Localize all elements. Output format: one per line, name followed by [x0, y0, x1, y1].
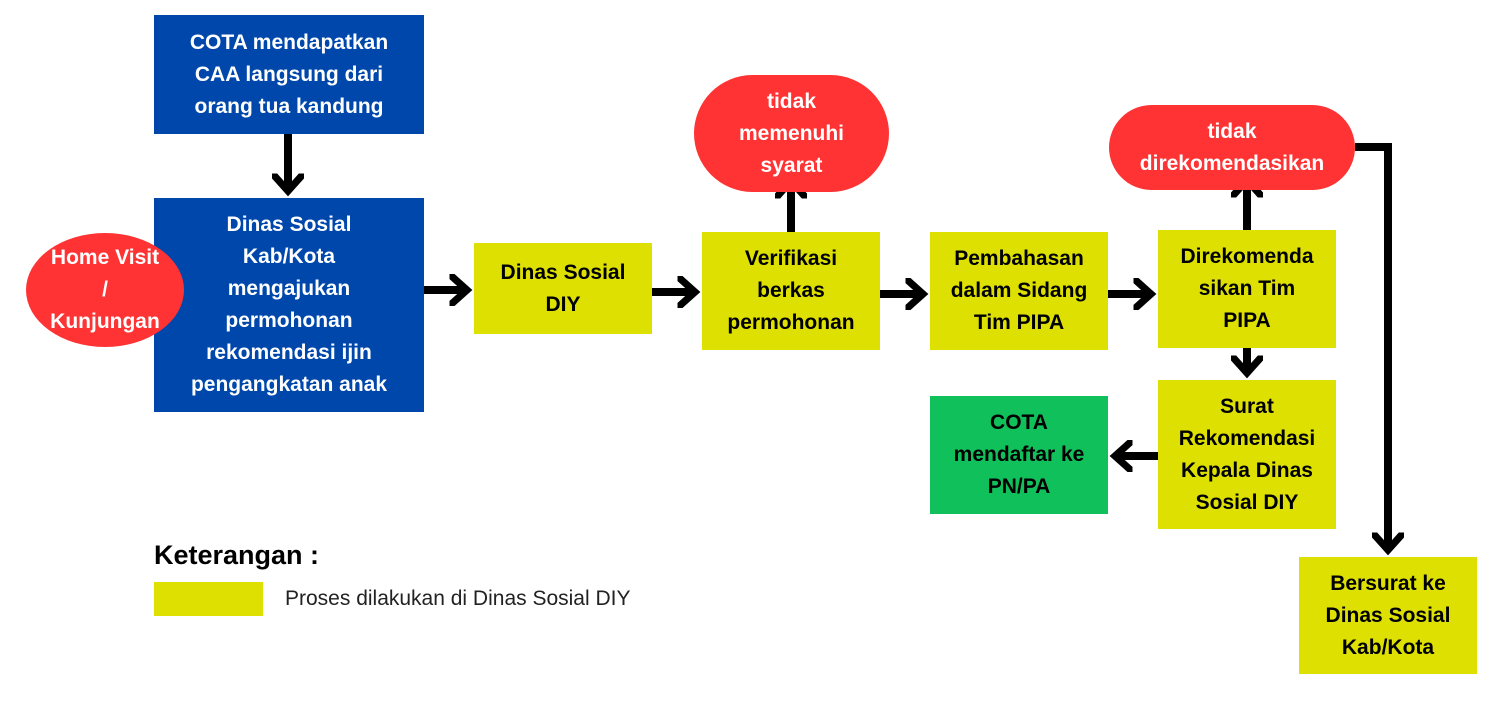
- node-cota-mendaftar: COTA mendaftar ke PN/PA: [930, 396, 1108, 514]
- node-dinas-sosial-diy-label: Dinas Sosial DIY: [500, 260, 626, 316]
- node-verifikasi: Verifikasi berkas permohonan: [702, 232, 880, 350]
- node-surat-rekomendasi: Surat Rekomendasi Kepala Dinas Sosial DI…: [1158, 380, 1336, 529]
- node-pembahasan: Pembahasan dalam Sidang Tim PIPA: [930, 232, 1108, 350]
- node-home-visit-label: Home Visit / Kunjungan: [50, 246, 160, 333]
- legend-title: Keterangan :: [154, 540, 320, 570]
- node-cota-mendaftar-label: COTA mendaftar ke PN/PA: [953, 411, 1085, 498]
- node-home-visit: Home Visit / Kunjungan: [26, 233, 184, 347]
- legend-text: Proses dilakukan di Dinas Sosial DIY: [285, 587, 631, 610]
- node-cota-caa-label: COTA mendapatkan CAA langsung dari orang…: [189, 30, 389, 118]
- node-dinas-sosial-kab-label: Dinas Sosial Kab/Kota mengajukan permoho…: [190, 213, 388, 396]
- node-pembahasan-label: Pembahasan dalam Sidang Tim PIPA: [950, 247, 1088, 334]
- node-bersurat: Bersurat ke Dinas Sosial Kab/Kota: [1299, 557, 1477, 674]
- node-tidak-memenuhi-syarat-label: tidak memenuhi syarat: [738, 89, 845, 177]
- node-direkomendasikan: Direkomenda sikan Tim PIPA: [1158, 230, 1336, 348]
- node-dinas-sosial-kab: Dinas Sosial Kab/Kota mengajukan permoho…: [154, 198, 424, 412]
- node-tidak-memenuhi-syarat: tidak memenuhi syarat: [694, 75, 889, 192]
- node-dinas-sosial-diy: Dinas Sosial DIY: [474, 243, 652, 334]
- node-cota-caa: COTA mendapatkan CAA langsung dari orang…: [154, 15, 424, 134]
- node-tidak-direkomendasikan-label: tidak direkomendasikan: [1139, 119, 1325, 175]
- node-verifikasi-label: Verifikasi berkas permohonan: [727, 247, 855, 334]
- node-direkomendasikan-label: Direkomenda sikan Tim PIPA: [1180, 245, 1314, 332]
- node-surat-rekomendasi-label: Surat Rekomendasi Kepala Dinas Sosial DI…: [1178, 394, 1316, 514]
- node-tidak-direkomendasikan: tidak direkomendasikan: [1109, 105, 1355, 190]
- node-bersurat-label: Bersurat ke Dinas Sosial Kab/Kota: [1325, 571, 1451, 659]
- arrow-tidak-rekom-to-bersurat: [1355, 143, 1388, 550]
- legend-swatch: [154, 582, 263, 616]
